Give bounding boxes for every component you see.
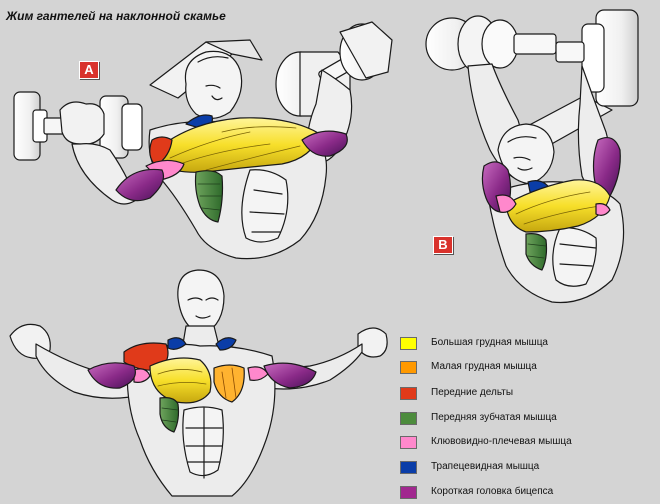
legend-item-anterior-deltoids: Передние дельты bbox=[397, 386, 657, 402]
legend-swatch bbox=[400, 461, 417, 474]
legend-label: Малая грудная мышца bbox=[431, 361, 537, 372]
legend-item-serratus-anterior: Передняя зубчатая мышца bbox=[397, 411, 657, 427]
legend-swatch bbox=[400, 337, 417, 350]
figure-a bbox=[13, 21, 393, 260]
legend-item-pectoralis-major: Большая грудная мышца bbox=[397, 336, 657, 352]
page-title: Жим гантелей на наклонной скамье bbox=[6, 9, 226, 23]
legend-swatch bbox=[400, 412, 417, 425]
legend-label: Трапецевидная мышца bbox=[431, 461, 540, 472]
legend-item-pectoralis-minor: Малая грудная мышца bbox=[397, 360, 657, 376]
legend-item-coracobrachialis: Клювовидно-плечевая мышца bbox=[397, 435, 657, 451]
figure-b bbox=[425, 9, 639, 304]
legend-label: Короткая головка бицепса bbox=[431, 486, 554, 497]
legend-swatch bbox=[400, 361, 417, 374]
legend-swatch bbox=[400, 436, 417, 449]
legend-label: Большая грудная мышца bbox=[431, 337, 548, 348]
badge-a: A bbox=[79, 61, 99, 79]
badge-b: B bbox=[433, 236, 453, 254]
legend-swatch bbox=[400, 486, 417, 499]
legend-label: Передние дельты bbox=[431, 387, 514, 398]
figure-c bbox=[9, 269, 388, 497]
legend-label: Клювовидно-плечевая мышца bbox=[431, 436, 572, 447]
legend-item-trapezius: Трапецевидная мышца bbox=[397, 460, 657, 476]
legend-swatch bbox=[400, 387, 417, 400]
legend-item-biceps-short-head: Короткая головка бицепса bbox=[397, 485, 657, 501]
legend-label: Передняя зубчатая мышца bbox=[431, 412, 557, 423]
